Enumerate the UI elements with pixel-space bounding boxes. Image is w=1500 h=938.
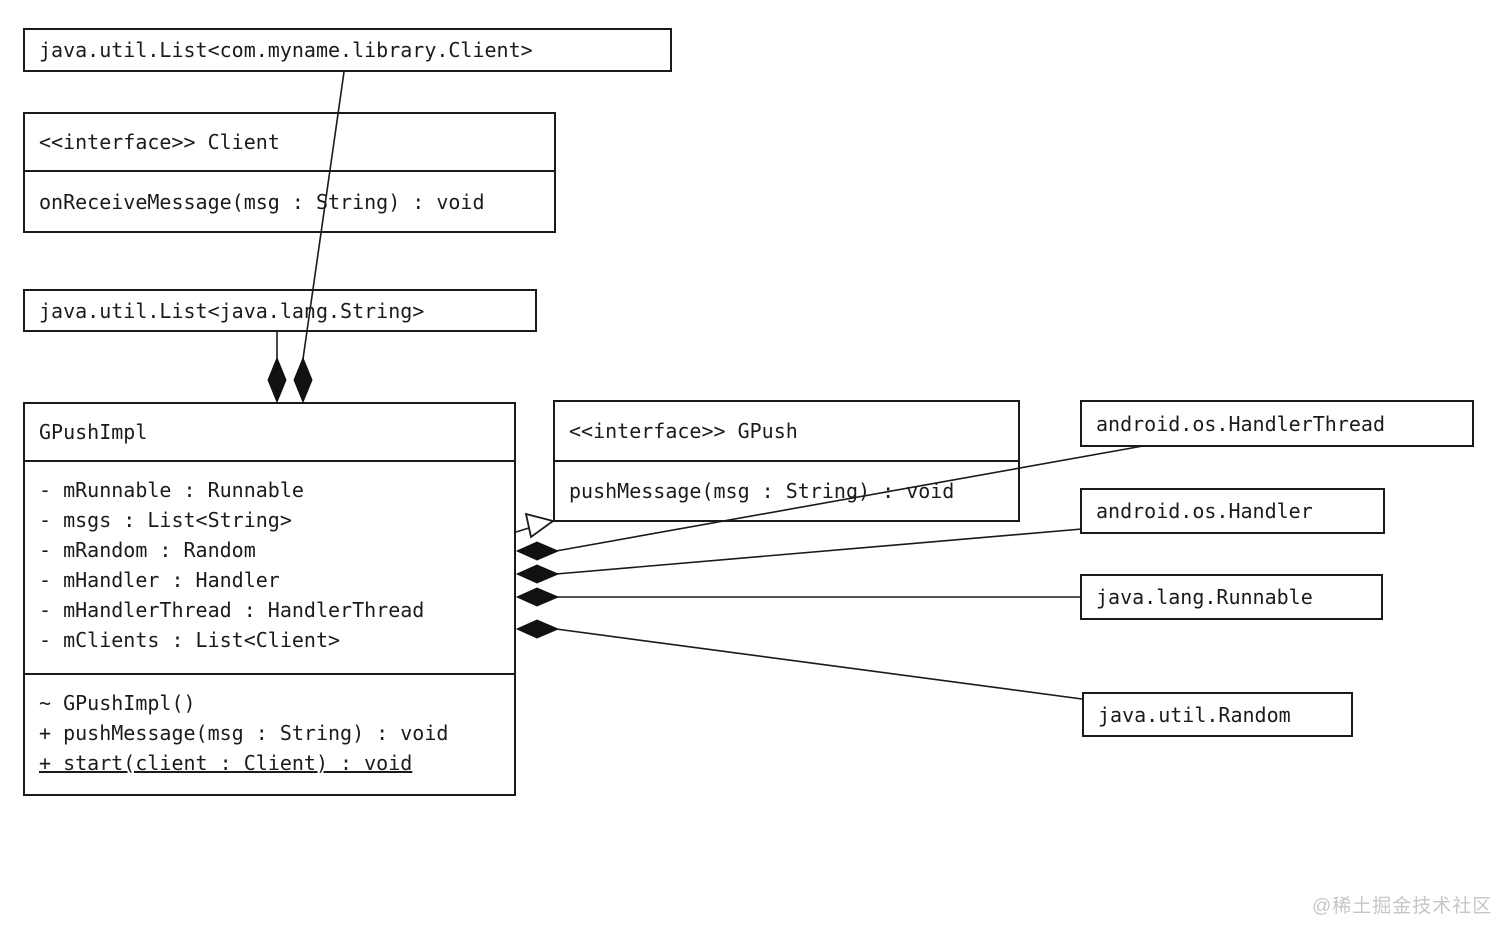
class-box-client-interface: <<interface>> Client onReceiveMessage(ms… (23, 112, 556, 233)
edge-gpushimpl-gpush (515, 522, 546, 533)
class-title: java.util.List<com.myname.library.Client… (39, 38, 533, 62)
realization-triangle (524, 512, 556, 539)
class-box-random: java.util.Random (1082, 692, 1353, 737)
class-title: java.util.Random (1098, 702, 1291, 727)
methods-section: ~ GPushImpl() + pushMessage(msg : String… (25, 673, 514, 794)
class-title: GPushImpl (39, 420, 148, 444)
class-title: android.os.Handler (1096, 499, 1313, 523)
attribute-row: - msgs : List<String> (39, 508, 292, 532)
class-title: <<interface>> GPush (569, 419, 798, 443)
method-row: onReceiveMessage(msg : String) : void (25, 170, 554, 231)
class-title: android.os.HandlerThread (1096, 411, 1385, 436)
method-row-static: + start(client : Client) : void (39, 751, 413, 775)
class-title: java.lang.Runnable (1096, 585, 1313, 609)
class-box-handler: android.os.Handler (1080, 488, 1385, 534)
composition-diamond (515, 541, 560, 561)
attribute-row: - mHandlerThread : HandlerThread (39, 598, 425, 622)
edge-gpushimpl-handler (555, 528, 1083, 575)
composition-diamond (515, 619, 560, 639)
class-box-handlerthread: android.os.HandlerThread (1080, 400, 1474, 447)
attribute-row: - mHandler : Handler (39, 568, 280, 592)
class-box-list-client: java.util.List<com.myname.library.Client… (23, 28, 672, 72)
composition-diamond (515, 587, 560, 607)
edge-gpushimpl-random (555, 628, 1083, 700)
attribute-row: - mRunnable : Runnable (39, 478, 304, 502)
class-box-gpushimpl: GPushImpl - mRunnable : Runnable - msgs … (23, 402, 516, 796)
attributes-section: - mRunnable : Runnable - msgs : List<Str… (25, 460, 514, 673)
method-row: pushMessage(msg : String) : void (555, 460, 1018, 520)
attribute-row: - mRandom : Random (39, 538, 256, 562)
class-box-gpush-interface: <<interface>> GPush pushMessage(msg : St… (553, 400, 1020, 522)
method-row: ~ GPushImpl() (39, 691, 196, 715)
class-title: java.util.List<java.lang.String> (39, 298, 425, 323)
watermark: @稀土掘金技术社区 (1312, 896, 1493, 917)
attribute-row: - mClients : List<Client> (39, 628, 341, 652)
class-box-runnable: java.lang.Runnable (1080, 574, 1383, 620)
composition-diamond (515, 564, 560, 584)
method-row: + pushMessage(msg : String) : void (39, 721, 449, 745)
class-box-list-string: java.util.List<java.lang.String> (23, 289, 537, 332)
composition-diamond (267, 356, 287, 404)
class-title: <<interface>> Client (39, 130, 280, 154)
composition-diamond (293, 356, 313, 404)
